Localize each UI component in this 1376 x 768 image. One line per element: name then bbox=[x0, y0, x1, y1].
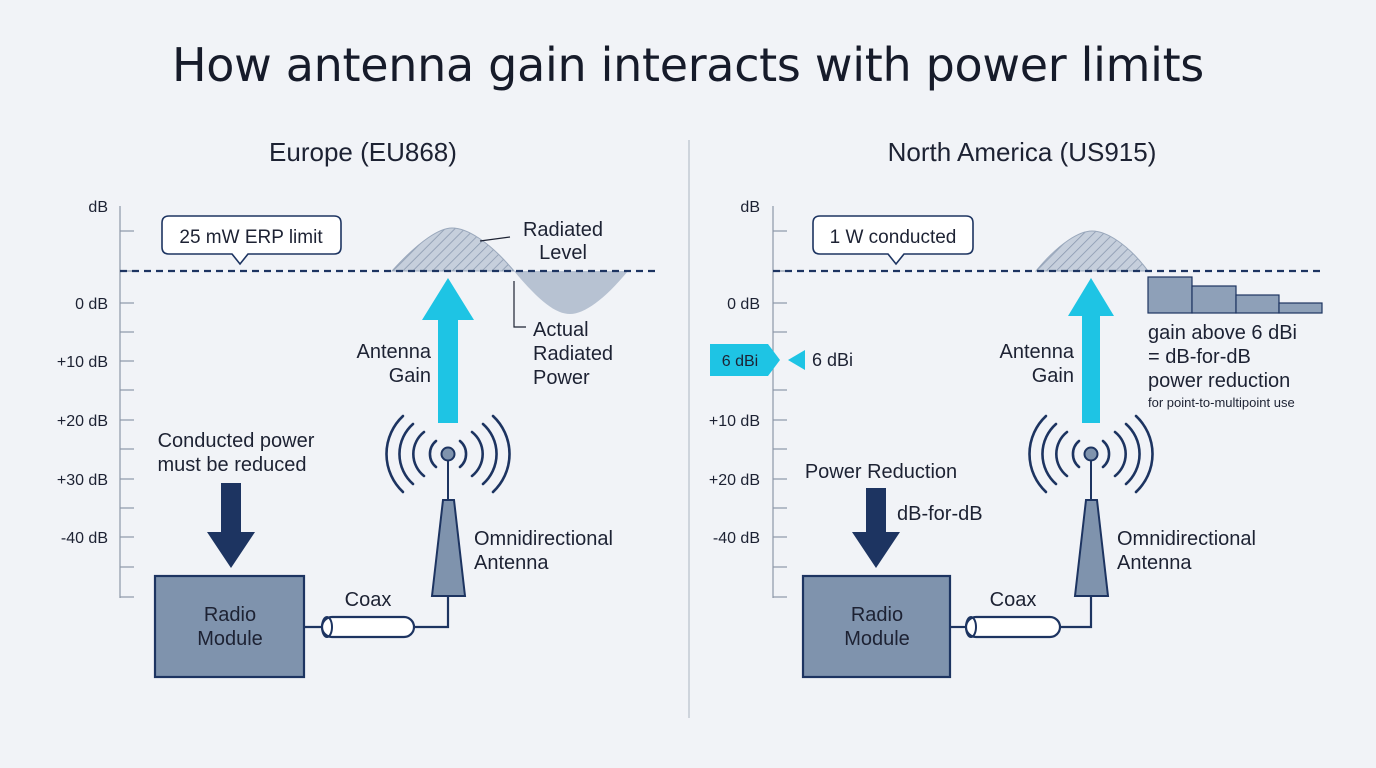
europe-radiated-level-line2: Level bbox=[539, 242, 587, 264]
na-radio-waves-icon bbox=[1028, 414, 1154, 494]
na-gain-label-line1: Antenna bbox=[999, 341, 1074, 363]
na-db-for-db-label: dB-for-dB bbox=[897, 503, 983, 525]
europe-limit-label: 25 mW ERP limit bbox=[179, 227, 323, 248]
europe-antenna-label-line1: Omnidirectional bbox=[474, 528, 613, 550]
europe-actual-line2: Radiated bbox=[533, 343, 613, 365]
europe-y-axis bbox=[119, 206, 134, 598]
europe-conducted-line1: Conducted power bbox=[158, 430, 315, 452]
europe-radiated-level-hump bbox=[390, 227, 516, 272]
na-antenna-icon bbox=[1073, 499, 1110, 597]
na-note-small: for point-to-multipoint use bbox=[1148, 395, 1295, 410]
europe-gain-arrow bbox=[422, 278, 474, 423]
na-module-line1: Radio bbox=[851, 604, 903, 626]
na-antenna-label-line1: Omnidirectional bbox=[1117, 528, 1256, 550]
europe-antenna-tip-icon bbox=[440, 446, 456, 462]
europe-tick-label: -40 dB bbox=[61, 530, 108, 547]
na-note-line2: = dB-for-dB bbox=[1148, 346, 1251, 368]
na-note-line1: gain above 6 dBi bbox=[1148, 322, 1297, 344]
na-power-reduction-label: Power Reduction bbox=[805, 461, 957, 483]
na-y-axis bbox=[772, 206, 787, 598]
europe-radio-waves-icon bbox=[385, 414, 511, 494]
europe-conducted-line2: must be reduced bbox=[158, 454, 307, 476]
europe-limit-callout bbox=[161, 215, 342, 266]
europe-antenna-icon bbox=[430, 499, 467, 597]
europe-module-line1: Radio bbox=[204, 604, 256, 626]
europe-radiated-level-line1: Radiated bbox=[523, 219, 603, 241]
na-gain-label-line2: Gain bbox=[1032, 365, 1074, 387]
na-coax-cable-icon bbox=[964, 615, 1062, 639]
europe-coax-cable-icon bbox=[320, 615, 416, 639]
europe-coax-to-antenna bbox=[414, 596, 450, 629]
europe-tick-label: +20 dB bbox=[57, 413, 108, 430]
na-coax-to-antenna bbox=[1060, 596, 1093, 629]
na-gain-tag-label: 6 dBi bbox=[722, 353, 758, 370]
na-reduce-arrow bbox=[852, 488, 900, 568]
europe-gain-label-line2: Gain bbox=[389, 365, 431, 387]
na-radiated-hump bbox=[1034, 230, 1149, 272]
na-antenna-tip-icon bbox=[1083, 446, 1099, 462]
europe-tick-label: +10 dB bbox=[57, 354, 108, 371]
europe-reduce-arrow bbox=[207, 483, 255, 568]
europe-actual-line1: Actual bbox=[533, 319, 589, 341]
na-step-bar bbox=[1147, 276, 1193, 314]
europe-module-line2: Module bbox=[197, 628, 263, 650]
na-limit-callout bbox=[812, 215, 974, 266]
na-antenna-label-line2: Antenna bbox=[1117, 552, 1192, 574]
na-tick-label: 0 dB bbox=[727, 296, 760, 313]
na-gain-arrow bbox=[1068, 278, 1114, 423]
na-gain-marker-label: 6 dBi bbox=[812, 350, 853, 370]
na-axis-unit: dB bbox=[740, 199, 760, 216]
na-tick-label: +10 dB bbox=[709, 413, 760, 430]
na-step-bar bbox=[1191, 285, 1237, 314]
europe-panel: Europe (EU868) dB 0 dB +10 dB +20 dB +30… bbox=[57, 137, 656, 679]
na-note-line3: power reduction bbox=[1148, 370, 1290, 392]
na-limit-label: 1 W conducted bbox=[830, 227, 957, 248]
na-radio-module bbox=[801, 574, 952, 679]
europe-coax-end bbox=[321, 616, 333, 638]
na-heading: North America (US915) bbox=[888, 137, 1157, 167]
europe-tick-label: +30 dB bbox=[57, 472, 108, 489]
europe-tick-label: 0 dB bbox=[75, 296, 108, 313]
na-step-bar bbox=[1235, 294, 1280, 314]
europe-heading: Europe (EU868) bbox=[269, 137, 457, 167]
europe-axis-unit: dB bbox=[88, 199, 108, 216]
europe-radiated-leader bbox=[479, 236, 511, 242]
na-reduction-steps bbox=[1147, 276, 1323, 314]
na-gain-tag bbox=[710, 344, 780, 376]
na-module-line2: Module bbox=[844, 628, 910, 650]
na-coax-label: Coax bbox=[990, 589, 1037, 611]
europe-gain-label-line1: Antenna bbox=[356, 341, 431, 363]
na-tick-label: -40 dB bbox=[713, 530, 760, 547]
na-coax-end bbox=[965, 616, 977, 638]
europe-actual-line3: Power bbox=[533, 367, 590, 389]
page-title: How antenna gain interacts with power li… bbox=[172, 38, 1204, 92]
na-tick-label: +20 dB bbox=[709, 472, 760, 489]
europe-antenna-label-line2: Antenna bbox=[474, 552, 549, 574]
north-america-panel: North America (US915) dB 0 dB +10 dB +20… bbox=[709, 137, 1323, 679]
europe-actual-leader bbox=[513, 281, 526, 328]
na-step-bar bbox=[1278, 302, 1323, 314]
europe-radio-module bbox=[153, 574, 306, 679]
europe-actual-power-dip bbox=[514, 271, 628, 314]
na-gain-marker-icon bbox=[788, 350, 805, 370]
europe-coax-label: Coax bbox=[345, 589, 392, 611]
